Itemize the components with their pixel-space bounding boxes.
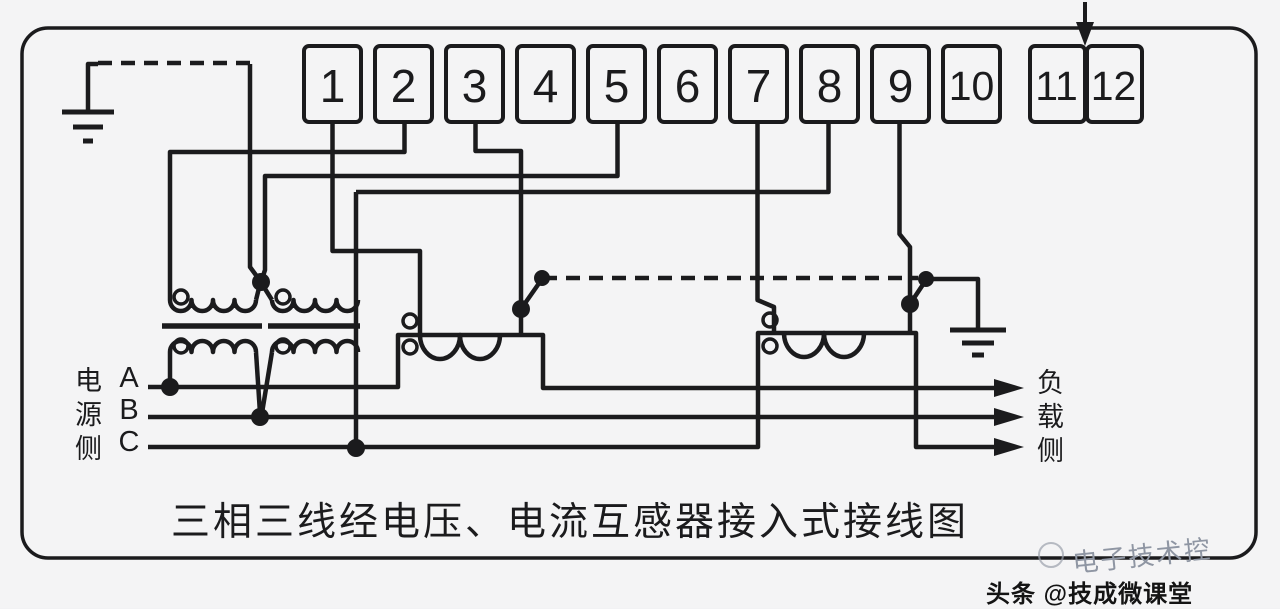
terminal-label-8: 8 <box>816 60 843 112</box>
wire-t5-common <box>258 122 620 283</box>
phase-label-c: C <box>118 426 140 458</box>
watermark-credit: 头条 @技成微课堂 <box>986 581 1194 608</box>
ct2-secondary-winding <box>781 330 867 360</box>
earth-dashed-links <box>98 60 918 281</box>
load-side-label: 负载侧 <box>1033 368 1063 470</box>
terminal-label-9: 9 <box>887 60 914 112</box>
terminal-label-6: 6 <box>674 60 701 112</box>
phase-label-b: B <box>119 394 139 426</box>
source-side-label: 电源侧 <box>71 366 101 468</box>
watermark-emblem-icon <box>1038 542 1064 568</box>
pt1-primary-lead-b <box>253 351 263 414</box>
ground-icon <box>62 109 114 144</box>
phase-label-a: A <box>119 362 139 394</box>
wire-t1-ct1s1 <box>330 122 423 334</box>
pt2-primary-lead-b <box>259 351 275 414</box>
wiring <box>85 61 994 450</box>
terminal-label-3: 3 <box>461 60 488 112</box>
ct1-secondary-winding <box>417 332 503 362</box>
wire-t7-ct2s1 <box>755 122 777 333</box>
wire-t3-ct1s2 <box>473 122 524 309</box>
terminal-label-10: 10 <box>948 62 995 109</box>
terminal-box-4 <box>515 44 576 124</box>
wire-right-ground-drop <box>926 276 981 329</box>
pt2-primary-winding <box>269 338 361 355</box>
ground-icon <box>950 327 1006 358</box>
junction-dots <box>161 270 934 457</box>
terminal-box-10 <box>941 44 1002 124</box>
terminal-label-11: 11 <box>1035 62 1078 109</box>
terminal-box-12 <box>1085 44 1144 124</box>
wire-t8-pt2c <box>356 122 831 195</box>
arrow-right-icon <box>994 408 1024 426</box>
terminal-label-1: 1 <box>319 60 346 112</box>
terminal-label-12: 12 <box>1090 62 1137 109</box>
arrow-down-icon <box>1076 2 1094 46</box>
wire-ground-drop <box>247 64 263 284</box>
polarity-marks <box>172 288 779 356</box>
arrow-right-icon <box>994 438 1024 456</box>
arrow-right-icon <box>994 379 1024 397</box>
pt1-secondary-winding <box>167 297 259 314</box>
wire-ground1-elbow <box>85 61 98 112</box>
pt2-secondary-winding <box>269 297 361 314</box>
diagram-border <box>20 26 1258 560</box>
wire-t2-pt1a <box>167 122 407 300</box>
terminal-box-6 <box>657 44 718 124</box>
pt1-primary-winding <box>167 338 259 355</box>
phase-line-c <box>148 330 994 450</box>
terminal-label-7: 7 <box>745 60 772 112</box>
terminal-label-5: 5 <box>603 60 630 112</box>
load-arrows <box>994 379 1024 456</box>
diagram-title: 三相三线经电压、电流互感器接入式接线图 <box>170 501 969 544</box>
phase-line-a <box>148 332 994 391</box>
terminal-label-2: 2 <box>390 60 417 112</box>
wire-t9-ct2s2 <box>897 122 913 304</box>
terminal-label-4: 4 <box>532 60 559 112</box>
